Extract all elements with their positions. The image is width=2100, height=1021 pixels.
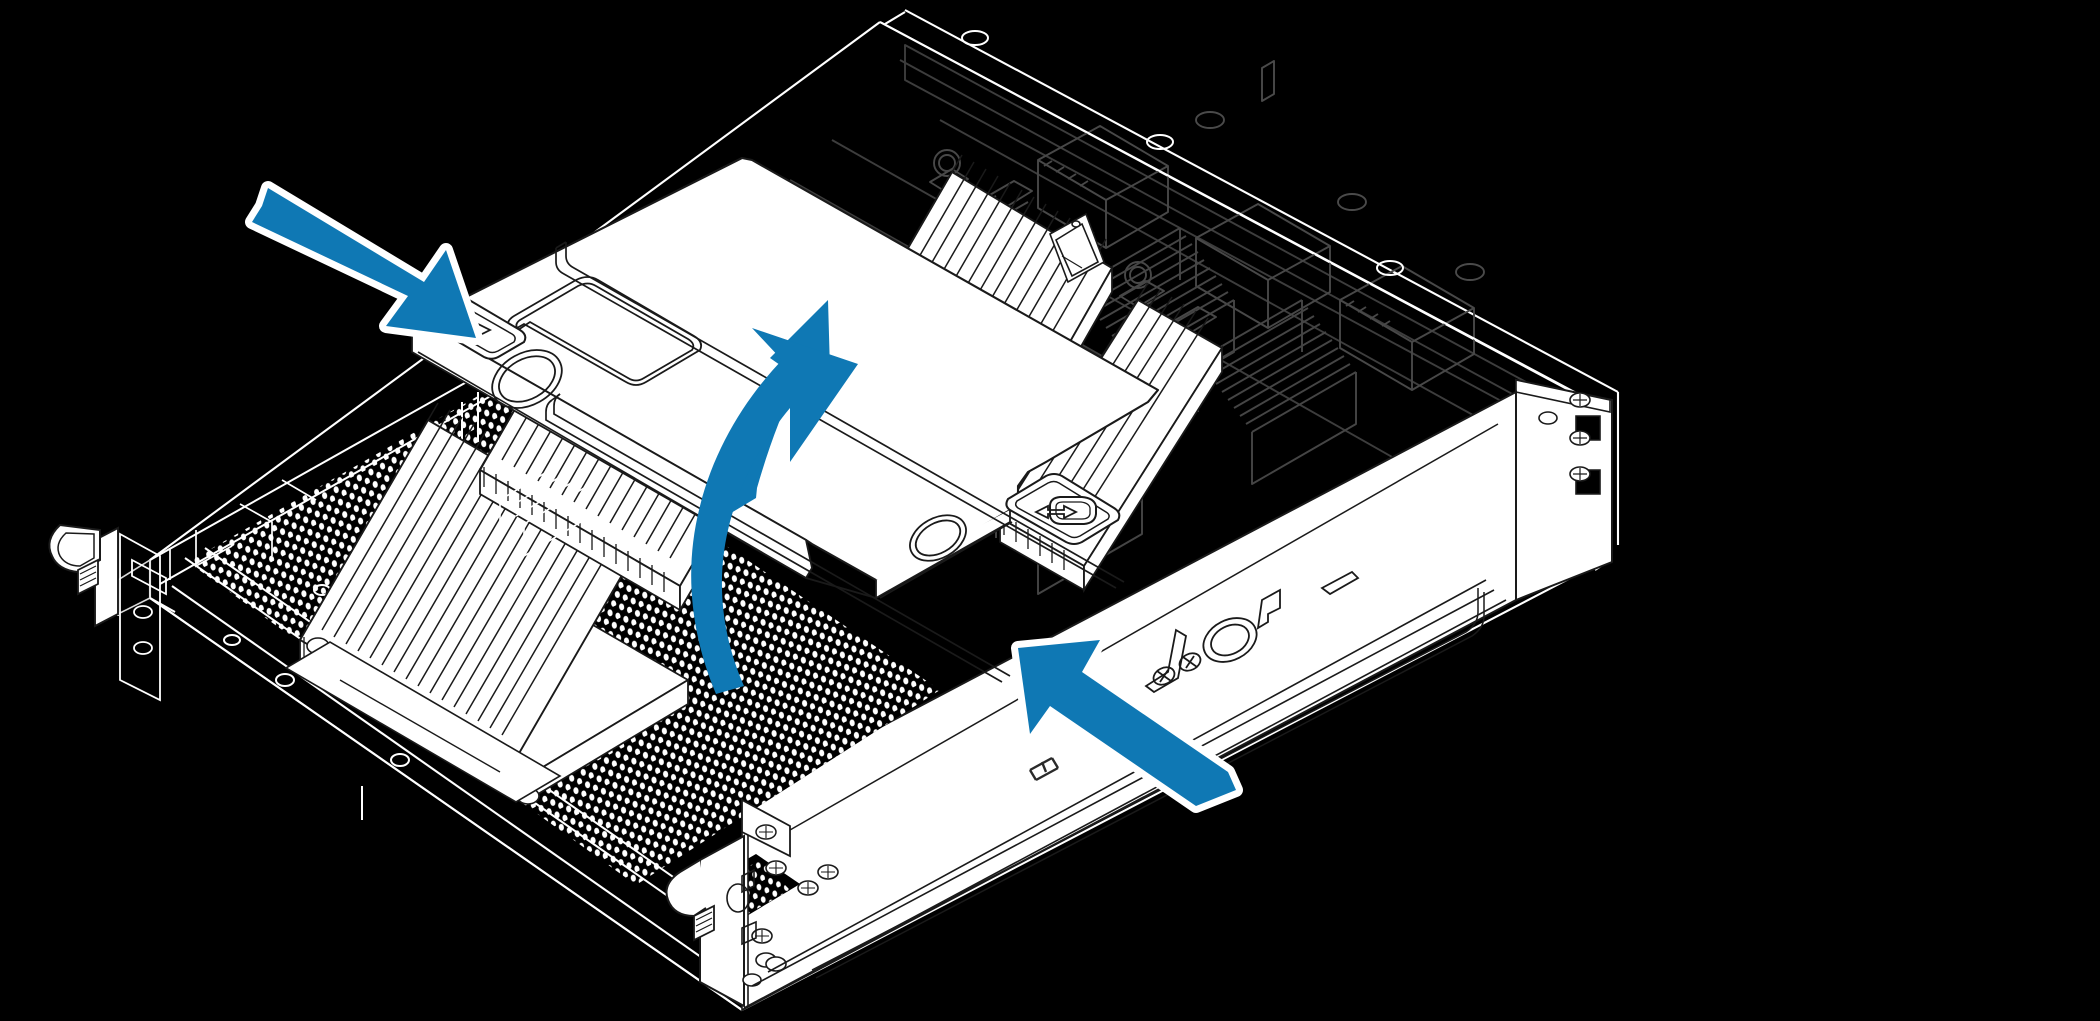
- chassis-front-edge-lines: [743, 579, 1507, 1009]
- rack-ear-right: [665, 798, 839, 1012]
- press-right-latch-arrow: [1011, 633, 1243, 813]
- chassis-inner-edges: [417, 351, 1013, 599]
- front-bezel-frame: [149, 351, 761, 1011]
- rack-ear-left: [48, 523, 167, 702]
- service-tag-icon: [1320, 570, 1360, 596]
- chassis-marking: [1028, 756, 1060, 782]
- power-button-icon: [1202, 617, 1258, 663]
- usb-port-icon: [1256, 588, 1281, 630]
- shroud-oval-cutout: [909, 514, 967, 562]
- chassis-rear-lip: [879, 21, 1613, 413]
- lift-arrow-final: [691, 328, 858, 694]
- press-left-latch-arrow: [245, 181, 483, 345]
- front-panel-screws: [1144, 628, 1202, 694]
- air-shroud-latch-right: [1005, 473, 1121, 545]
- front-control-panel: [1144, 570, 1360, 694]
- release-latch-handle-right: [665, 859, 707, 918]
- dimm-slots-front: [499, 463, 585, 558]
- latch-direction-arrow-icon-right: [1033, 504, 1079, 520]
